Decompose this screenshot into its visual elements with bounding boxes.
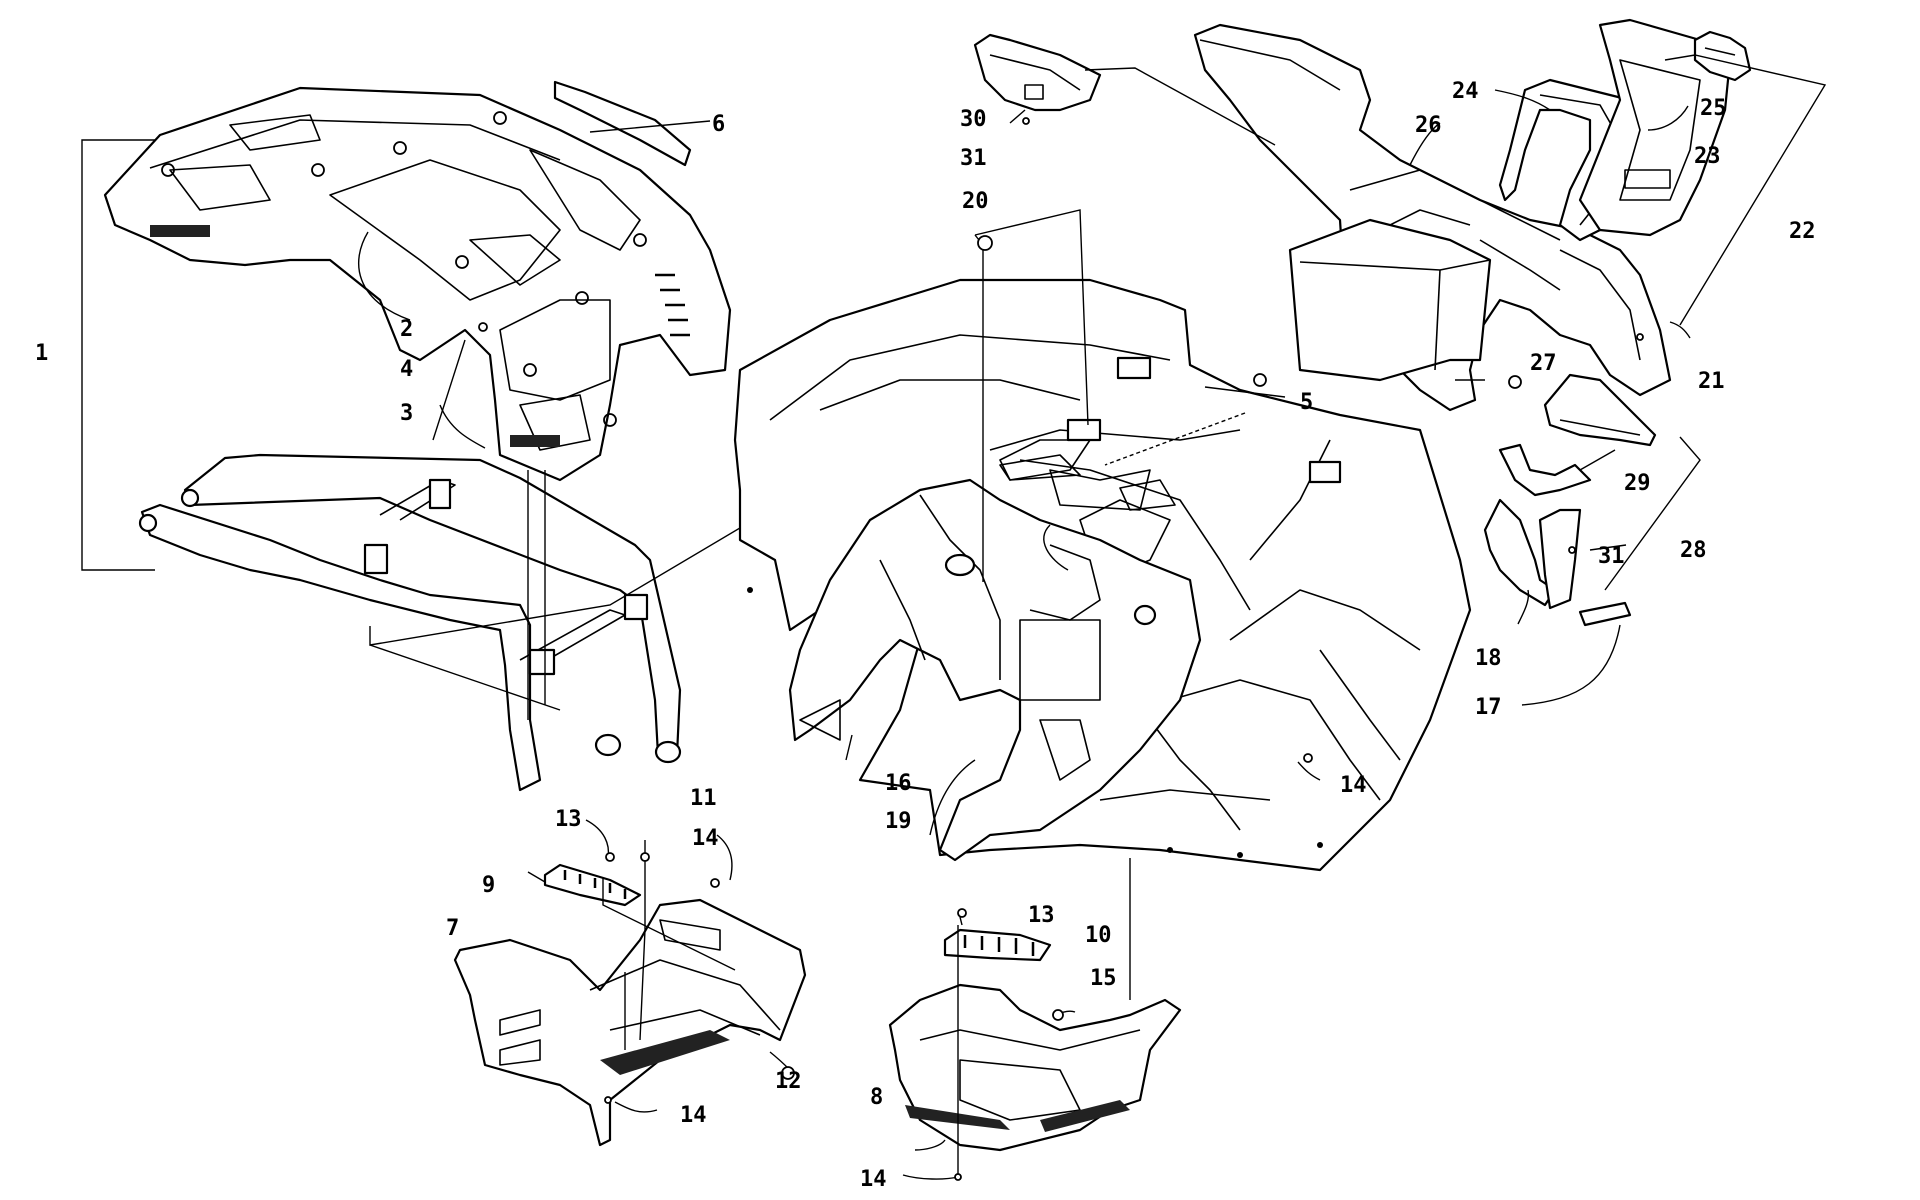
callout-29: 29	[1624, 471, 1651, 496]
callout-15: 15	[1090, 966, 1117, 991]
callout-31b: 31	[1598, 544, 1625, 569]
callout-14c: 14	[860, 1167, 887, 1192]
callout-27: 27	[1530, 351, 1557, 376]
rear-rack-assembly	[81, 80, 732, 792]
callout-30: 30	[960, 107, 987, 132]
callout-labels: 1 2 3 4 5 6 7 8 9 10 11 12 13 13 14 14 1…	[35, 79, 1816, 1192]
left-footwell	[453, 898, 807, 1147]
rack-tube-frame	[138, 453, 682, 792]
callout-3: 3	[400, 401, 413, 426]
callout-11: 11	[690, 786, 717, 811]
callout-10: 10	[1085, 923, 1112, 948]
callout-24: 24	[1452, 79, 1479, 104]
callout-4: 4	[400, 357, 413, 382]
callout-31a: 31	[960, 146, 987, 171]
fasteners	[478, 117, 1644, 1181]
left-step-plate	[543, 863, 642, 907]
callout-18: 18	[1475, 646, 1502, 671]
callout-6: 6	[712, 112, 725, 137]
callout-7: 7	[446, 916, 459, 941]
callout-21: 21	[1698, 369, 1725, 394]
callout-19: 19	[885, 809, 912, 834]
callout-28: 28	[1680, 538, 1707, 563]
storage-box-assembly	[973, 18, 1752, 627]
callout-16: 16	[885, 771, 912, 796]
callout-26: 26	[1415, 113, 1442, 138]
right-footwell	[888, 983, 1182, 1152]
callout-12: 12	[775, 1069, 802, 1094]
callout-23: 23	[1694, 144, 1721, 169]
callout-1: 1	[35, 341, 48, 366]
decal-part	[553, 80, 692, 167]
callout-14a: 14	[692, 826, 719, 851]
callout-13a: 13	[555, 807, 582, 832]
callout-2: 2	[400, 317, 413, 342]
callout-22: 22	[1789, 219, 1816, 244]
right-step-plate	[943, 928, 1052, 962]
callout-5: 5	[1300, 390, 1313, 415]
callout-8: 8	[870, 1085, 883, 1110]
callout-25: 25	[1700, 96, 1727, 121]
fender-inner-liner	[788, 478, 1202, 862]
callout-17: 17	[1475, 695, 1502, 720]
callout-14d: 14	[1340, 773, 1367, 798]
callout-20: 20	[962, 189, 989, 214]
rear-rack-part	[103, 86, 732, 482]
callout-13b: 13	[1028, 903, 1055, 928]
callout-14b: 14	[680, 1103, 707, 1128]
callout-9: 9	[482, 873, 495, 898]
